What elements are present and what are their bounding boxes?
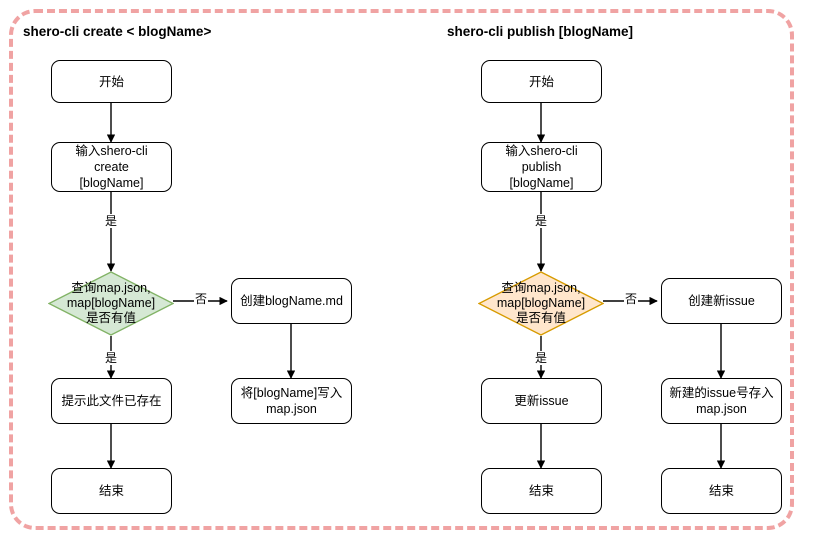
node-right-end-left[interactable]: 结束 bbox=[481, 468, 602, 514]
node-left-input-command[interactable]: 输入shero-cli create [blogName] bbox=[51, 142, 172, 192]
node-left-end-label: 结束 bbox=[98, 484, 124, 498]
node-right-input-command-label: 输入shero-cli publish [blogName] bbox=[505, 144, 578, 190]
right-flow-title: shero-cli publish [blogName] bbox=[447, 24, 634, 39]
node-left-input-command-label: 输入shero-cli create [blogName] bbox=[75, 144, 148, 190]
edge-label-left-yes-1: 是 bbox=[104, 214, 119, 228]
node-left-start[interactable]: 开始 bbox=[51, 60, 172, 103]
node-right-decision-label: 查询map.json, map[blogName] 是否有值 bbox=[496, 281, 586, 325]
diamond-shape-green bbox=[48, 271, 174, 336]
node-left-write-map[interactable]: 将[blogName]写入 map.json bbox=[231, 378, 352, 424]
node-right-update-issue-label: 更新issue bbox=[514, 394, 569, 408]
node-left-end[interactable]: 结束 bbox=[51, 468, 172, 514]
node-right-start-label: 开始 bbox=[528, 74, 554, 89]
diamond-shape-orange bbox=[478, 271, 604, 336]
node-right-update-issue[interactable]: 更新issue bbox=[481, 378, 602, 424]
node-right-store-map-label: 新建的issue号存入 map.json bbox=[669, 386, 774, 416]
node-left-file-exists[interactable]: 提示此文件已存在 bbox=[51, 378, 172, 424]
edge-label-left-no: 否 bbox=[194, 292, 209, 306]
node-right-start[interactable]: 开始 bbox=[481, 60, 602, 103]
node-right-create-issue-label: 创建新issue bbox=[688, 294, 755, 308]
node-left-start-label: 开始 bbox=[98, 74, 124, 89]
node-left-create-md[interactable]: 创建blogName.md bbox=[231, 278, 352, 324]
node-right-store-map[interactable]: 新建的issue号存入 map.json bbox=[661, 378, 782, 424]
node-right-decision[interactable]: 查询map.json, map[blogName] 是否有值 bbox=[478, 271, 604, 336]
node-left-write-map-label: 将[blogName]写入 map.json bbox=[240, 386, 343, 416]
edge-label-right-yes-2: 是 bbox=[534, 351, 549, 365]
node-left-file-exists-label: 提示此文件已存在 bbox=[61, 394, 162, 408]
node-right-end-right[interactable]: 结束 bbox=[661, 468, 782, 514]
node-right-end-right-label: 结束 bbox=[708, 484, 734, 498]
left-flow-title: shero-cli create < blogName> bbox=[23, 24, 212, 39]
edge-label-right-no: 否 bbox=[624, 292, 639, 306]
node-right-create-issue[interactable]: 创建新issue bbox=[661, 278, 782, 324]
node-left-decision-label: 查询map.json, map[blogName] 是否有值 bbox=[66, 281, 156, 325]
node-left-create-md-label: 创建blogName.md bbox=[240, 294, 343, 308]
edge-label-left-yes-2: 是 bbox=[104, 351, 119, 365]
edge-label-right-yes-1: 是 bbox=[534, 214, 549, 228]
node-right-end-left-label: 结束 bbox=[528, 484, 554, 498]
node-left-decision[interactable]: 查询map.json, map[blogName] 是否有值 bbox=[48, 271, 174, 336]
node-right-input-command[interactable]: 输入shero-cli publish [blogName] bbox=[481, 142, 602, 192]
dashed-page-border bbox=[9, 9, 794, 530]
